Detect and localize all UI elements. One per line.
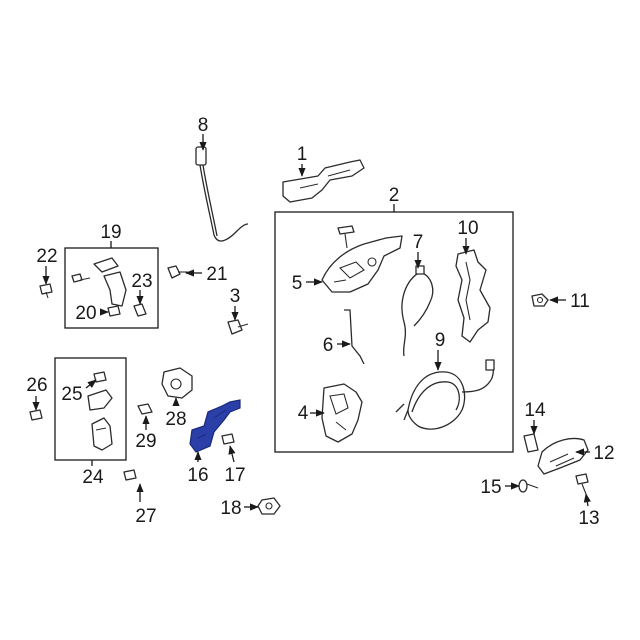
callout-16: 16 xyxy=(187,465,208,486)
callout-3: 3 xyxy=(230,286,241,307)
part-22-bolt xyxy=(39,283,53,299)
callout-28: 28 xyxy=(165,409,186,430)
part-12-outside-handle xyxy=(537,437,589,475)
part-5-screw xyxy=(337,225,355,249)
callout-12: 12 xyxy=(593,443,614,464)
callout-25: 25 xyxy=(61,384,82,405)
callout-17: 17 xyxy=(224,465,245,486)
part-26-bolt xyxy=(29,409,43,421)
part-4-door-latch xyxy=(321,383,363,443)
part-21-bolt xyxy=(167,265,188,279)
part-5-handle-frame xyxy=(321,235,403,293)
part-18-nut xyxy=(257,497,281,515)
callout-10: 10 xyxy=(457,218,478,239)
callout-11: 11 xyxy=(570,291,590,312)
group-box-24 xyxy=(54,357,127,461)
callout-21: 21 xyxy=(206,264,227,285)
leader-25 xyxy=(85,379,97,389)
part-23-pin xyxy=(133,303,147,317)
part-20-bolt xyxy=(107,305,121,317)
part-14-clip xyxy=(523,433,539,453)
callout-9: 9 xyxy=(435,330,446,351)
callout-7: 7 xyxy=(413,232,424,253)
leader-17 xyxy=(228,445,236,463)
callout-27: 27 xyxy=(135,506,156,527)
callout-13: 13 xyxy=(578,508,599,529)
part-13-screw xyxy=(575,473,589,495)
callout-19: 19 xyxy=(100,222,121,243)
part-9-cable-assembly xyxy=(395,359,495,430)
leader-13 xyxy=(583,493,591,507)
callout-22: 22 xyxy=(36,246,57,267)
part-15-washer xyxy=(518,479,539,493)
part-19-screw xyxy=(71,273,91,283)
part-7-cable xyxy=(401,265,434,357)
callout-8: 8 xyxy=(198,115,209,136)
callout-1: 1 xyxy=(297,144,308,165)
callout-18: 18 xyxy=(220,498,241,519)
part-19-hinge-bracket xyxy=(93,257,127,307)
callout-2: 2 xyxy=(389,185,400,206)
callout-5: 5 xyxy=(292,273,303,294)
callout-26: 26 xyxy=(26,375,47,396)
part-16-door-check xyxy=(189,399,241,453)
callout-6: 6 xyxy=(323,335,334,356)
part-6-rod xyxy=(344,309,365,365)
part-3-bolt xyxy=(227,319,249,335)
part-10-bracket xyxy=(455,249,491,343)
part-27-bolt xyxy=(123,469,137,481)
part-24-lower-bracket xyxy=(91,417,113,451)
part-8-lock-cable xyxy=(195,146,249,242)
part-28-housing xyxy=(161,367,193,399)
callout-14: 14 xyxy=(524,400,546,421)
callout-4: 4 xyxy=(298,403,309,424)
part-25-bolt xyxy=(93,371,107,383)
callout-24: 24 xyxy=(82,467,104,488)
part-29-bolt xyxy=(137,403,153,415)
callout-15: 15 xyxy=(480,477,501,498)
part-17-bolt xyxy=(221,433,235,445)
callout-29: 29 xyxy=(135,431,156,452)
part-24-upper-bracket xyxy=(87,389,113,411)
callout-20: 20 xyxy=(75,303,96,324)
part-11-nut xyxy=(531,293,549,307)
callout-23: 23 xyxy=(131,271,152,292)
part-1-handle-reinforcement xyxy=(282,159,365,203)
